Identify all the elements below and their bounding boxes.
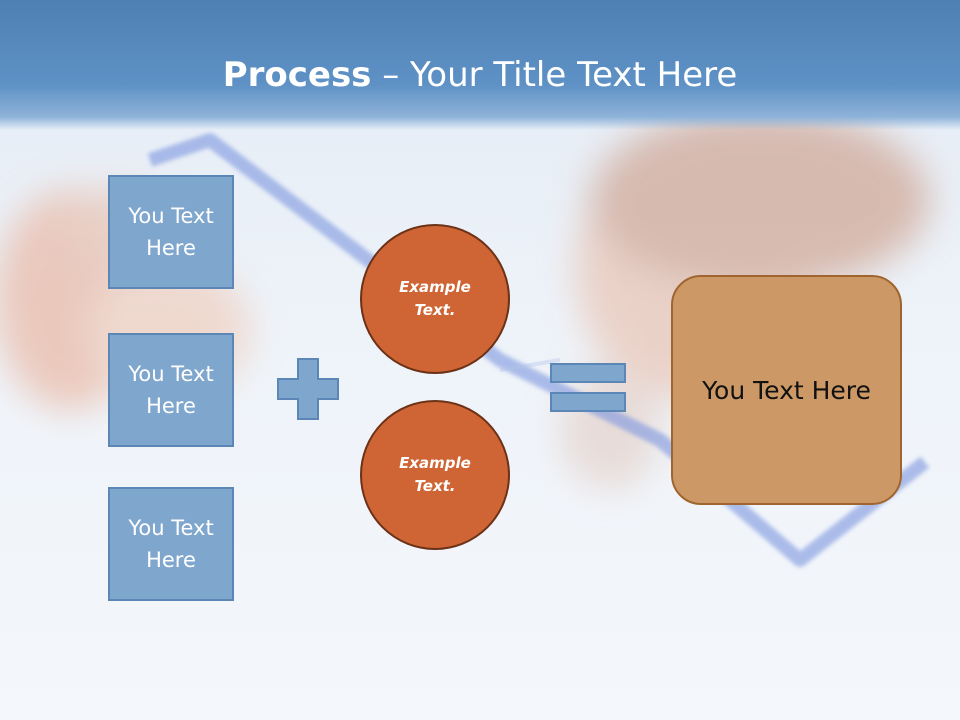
input-box-2-text: You Text Here [128, 362, 214, 418]
result-box-text: You Text Here [702, 375, 871, 405]
example-circle-2-text: Example Text. [399, 454, 471, 495]
plus-icon [277, 358, 339, 420]
slide-title: Process – Your Title Text Here [0, 54, 960, 96]
header-bar [0, 0, 960, 130]
title-rest: – Your Title Text Here [371, 55, 738, 95]
input-box-2: You Text Here [108, 333, 234, 447]
input-box-3-text: You Text Here [128, 516, 214, 572]
equals-bar-bottom [550, 392, 626, 412]
title-bold: Process [222, 55, 372, 95]
example-circle-1-text: Example Text. [399, 278, 471, 319]
result-box: You Text Here [671, 275, 902, 505]
input-box-3: You Text Here [108, 487, 234, 601]
example-circle-1: Example Text. [360, 224, 510, 374]
input-box-1: You Text Here [108, 175, 234, 289]
input-box-1-text: You Text Here [128, 204, 214, 260]
example-circle-2: Example Text. [360, 400, 510, 550]
equals-bar-top [550, 363, 626, 383]
